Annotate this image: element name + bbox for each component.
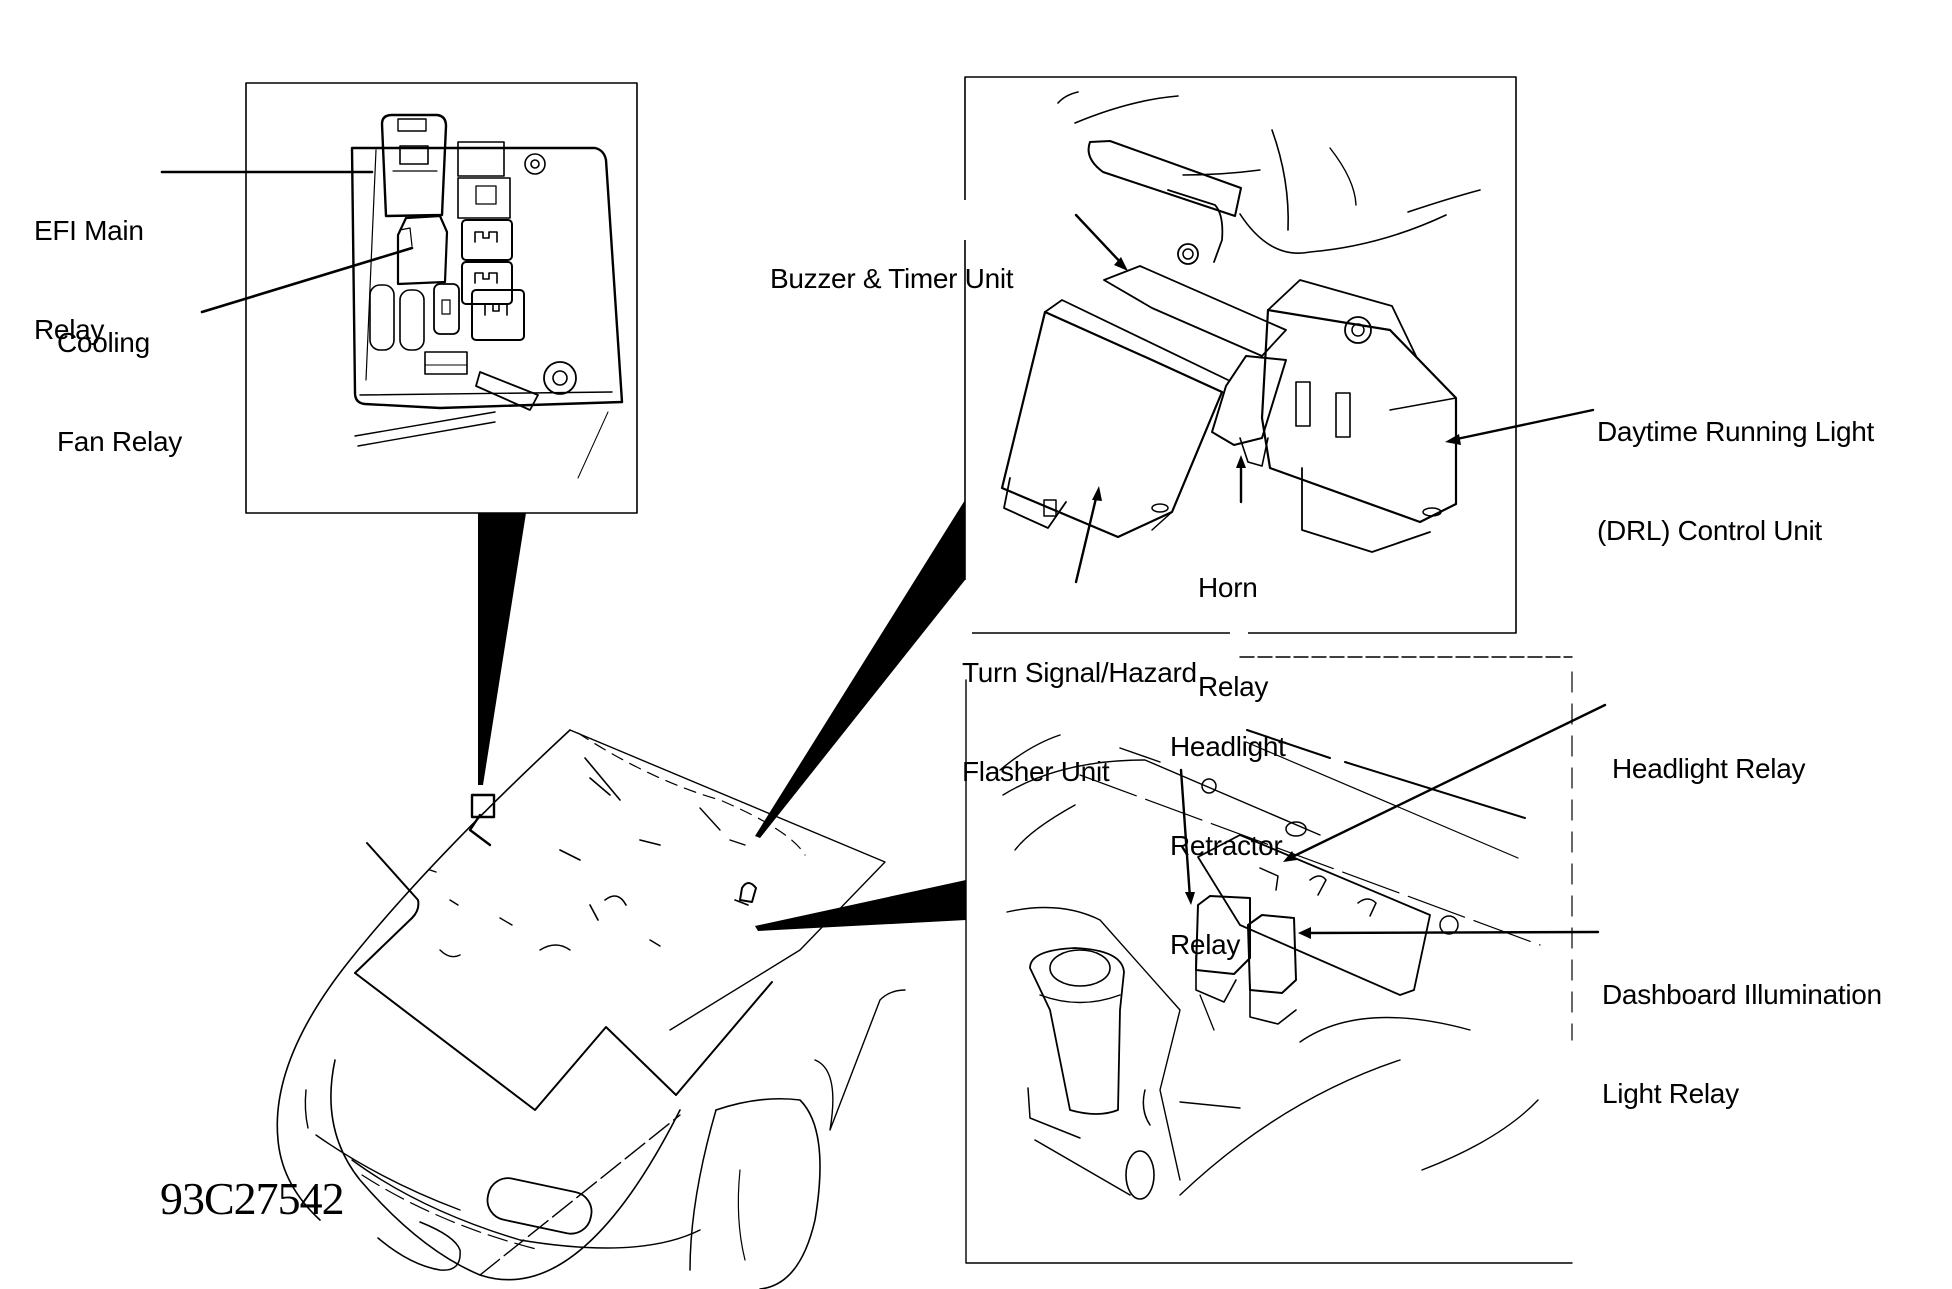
panel-under-dash [960,77,1516,640]
label-line: EFI Main [34,215,144,246]
drl-control-unit-part [1262,310,1456,522]
car-illustration [277,730,905,1289]
panel-headlight-relays [966,657,1572,1263]
label-cooling-fan-relay: Cooling Fan Relay [57,260,182,524]
label-line: Headlight [1170,731,1286,762]
label-headlight-retractor-relay: Headlight Retractor Relay [1170,664,1286,1027]
label-line: Flasher Unit [962,756,1110,787]
leader-dashboard-illumination-relay [1307,932,1598,933]
label-line: Horn [1198,572,1258,603]
turn-signal-flasher-part [1002,312,1222,537]
label-horn-relay: Horn Relay [1198,505,1268,769]
callout-wedge-relay-box [478,513,526,785]
label-line: Relay [34,314,105,345]
leader-headlight-relay [1290,705,1605,858]
label-line: Dashboard Illumination [1602,979,1882,1010]
panel-frame [966,680,1572,1263]
panel-engine-relay-box [246,83,637,513]
label-turn-signal-flasher: Turn Signal/Hazard Flasher Unit [962,590,1197,854]
label-line: Buzzer & Timer Unit [770,263,1014,294]
washer-reservoir [1030,948,1124,1114]
label-line: Relay [1170,929,1241,960]
label-dashboard-illumination-relay: Dashboard Illumination Light Relay [1602,912,1882,1176]
leader-drl-control-unit [1452,410,1593,440]
efi-main-relay-part [382,115,446,216]
horn-relay-part [1212,356,1286,445]
leader-buzzer-timer-unit [1076,215,1123,265]
label-line: Light Relay [1602,1078,1739,1109]
label-efi-main-relay: EFI Main Relay [34,148,144,412]
figure-code: 93C27542 [160,1173,345,1224]
relay-box-body [352,148,622,408]
label-line: Relay [1198,671,1269,702]
callout-wedge-under-dash [755,500,965,838]
label-line: (DRL) Control Unit [1597,515,1822,546]
label-line: Fan Relay [57,426,182,457]
leader-headlight-retractor-relay [1181,770,1190,898]
label-line: Daytime Running Light [1597,416,1874,447]
leader-cooling-fan-relay [202,248,412,312]
label-line: Retractor [1170,830,1283,861]
label-line: Headlight Relay [1612,753,1806,784]
buzzer-timer-part [1104,266,1286,356]
label-drl-control-unit: Daytime Running Light (DRL) Control Unit [1597,349,1874,613]
label-buzzer-timer-unit: Buzzer & Timer Unit [770,196,1014,361]
cooling-fan-relay-part [398,216,447,284]
label-line: Cooling [57,327,150,358]
callout-wedge-headlight-relays [755,880,966,931]
leader-turn-signal-flasher [1076,494,1097,582]
label-line: Turn Signal/Hazard [962,657,1197,688]
label-headlight-relay: Headlight Relay [1612,686,1805,851]
